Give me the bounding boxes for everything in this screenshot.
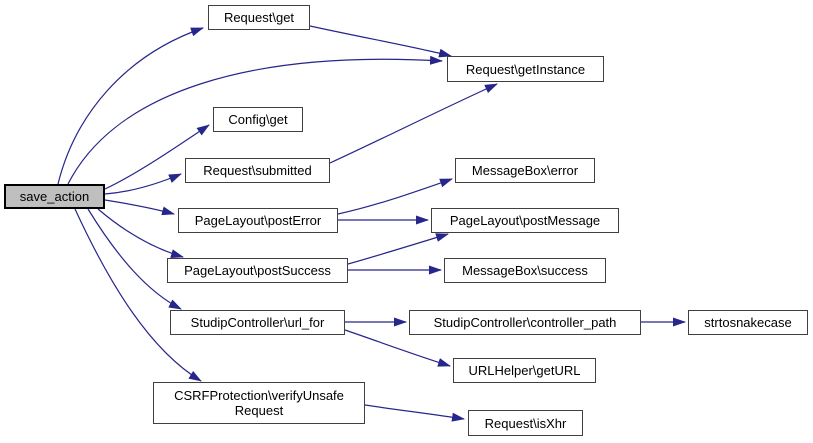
- edge-request-get-to-request-getinstance: [309, 25, 452, 58]
- edge-pagelayout-postsuccess-to-pagelayout-postmessage: [347, 233, 449, 265]
- node-request-get[interactable]: Request\get: [208, 5, 310, 30]
- edge-save-action-to-csrfprotection-verifyunsaferequest: [74, 208, 202, 382]
- edge-save-action-to-pagelayout-posterror: [104, 199, 175, 216]
- edge-csrfprotection-verifyunsaferequest-to-request-isxhr: [364, 404, 465, 422]
- edge-request-submitted-to-request-getinstance: [329, 83, 498, 164]
- edge-save-action-to-pagelayout-postsuccess: [97, 208, 184, 258]
- edge-save-action-to-studipcontroller-url-for: [87, 208, 182, 310]
- node-label-line: Request: [234, 403, 284, 418]
- node-request-isxhr[interactable]: Request\isXhr: [468, 410, 583, 436]
- node-pagelayout-postmessage[interactable]: PageLayout\postMessage: [431, 208, 619, 233]
- node-config-get[interactable]: Config\get: [213, 107, 303, 132]
- node-strtosnakecase[interactable]: strtosnakecase: [688, 310, 808, 335]
- node-messagebox-error[interactable]: MessageBox\error: [455, 158, 595, 183]
- node-label-line: CSRFProtection\verifyUnsafe: [174, 388, 344, 403]
- edge-pagelayout-posterror-to-messagebox-error: [337, 178, 453, 215]
- edge-save-action-to-request-get: [57, 27, 204, 185]
- edge-save-action-to-config-get: [104, 124, 210, 190]
- node-messagebox-success[interactable]: MessageBox\success: [444, 258, 606, 283]
- node-urlhelper-geturl[interactable]: URLHelper\getURL: [453, 358, 596, 383]
- node-csrfprotection-verifyunsaferequest[interactable]: CSRFProtection\verifyUnsafe Request: [153, 382, 365, 424]
- node-studipcontroller-controller-path[interactable]: StudipController\controller_path: [409, 310, 641, 335]
- node-save-action: save_action: [4, 184, 105, 209]
- edge-studipcontroller-url-for-to-urlhelper-geturl: [344, 329, 451, 367]
- edge-save-action-to-request-submitted: [104, 173, 182, 195]
- node-studipcontroller-url-for[interactable]: StudipController\url_for: [170, 310, 345, 335]
- node-request-getinstance[interactable]: Request\getInstance: [447, 56, 604, 82]
- node-request-submitted[interactable]: Request\submitted: [185, 158, 330, 183]
- edge-save-action-to-request-getinstance: [67, 55, 443, 185]
- node-pagelayout-posterror[interactable]: PageLayout\postError: [178, 208, 338, 233]
- node-pagelayout-postsuccess[interactable]: PageLayout\postSuccess: [167, 258, 348, 283]
